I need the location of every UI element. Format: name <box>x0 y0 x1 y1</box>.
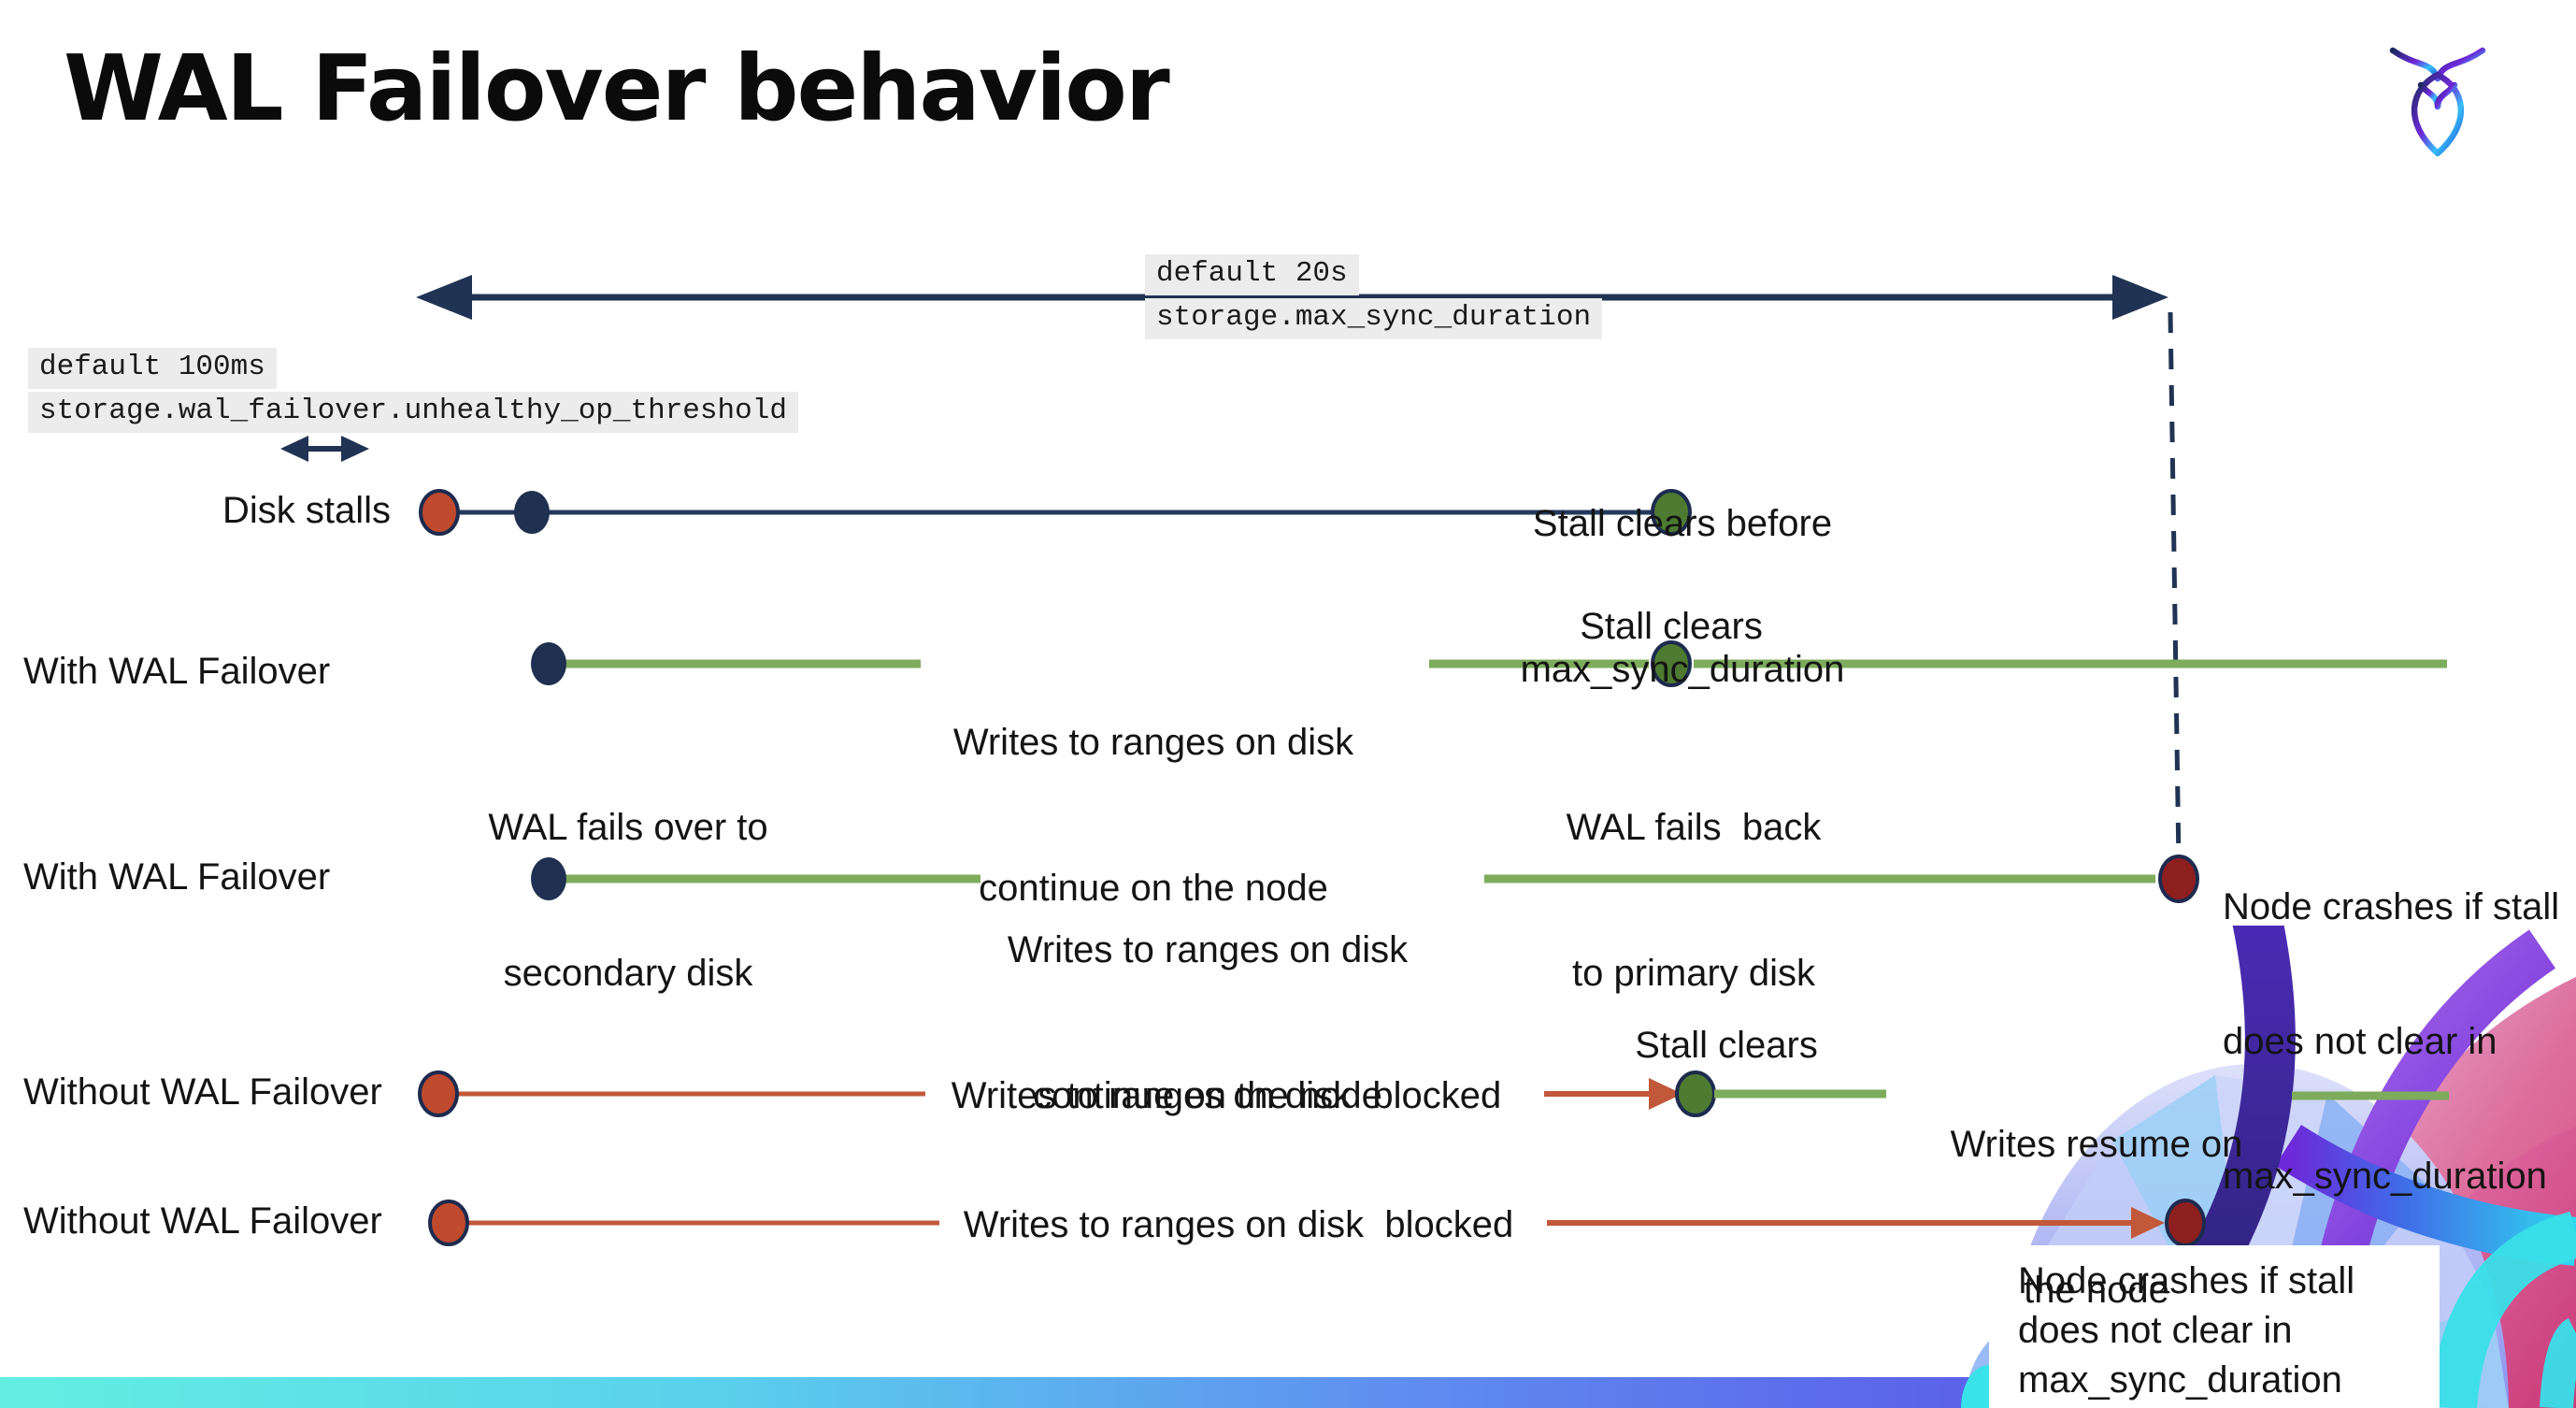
deadline-dashed-line <box>2168 311 2182 865</box>
writes-resume-note: Writes resume on the node <box>1950 1124 2243 1311</box>
stall-start-dot-red <box>428 1200 469 1246</box>
row-label-disk-stalls: Disk stalls <box>222 490 392 531</box>
with-wal-failover-recovers-timeline <box>531 640 2447 687</box>
stall-start-dot-red <box>419 489 460 536</box>
stall-clears-note-2: Stall clears <box>1635 1025 1818 1066</box>
node-crashes-callout-box <box>1989 1245 2440 1408</box>
cyan-arch-large <box>2430 1211 2576 1408</box>
failover-dot-navy <box>531 642 566 685</box>
wal-fails-back-note: WAL fails back to primary disk <box>1566 807 1822 994</box>
max-sync-default-text: default 20s <box>1145 254 1359 295</box>
unhealthy-op-threshold-arrow <box>280 436 369 462</box>
row-label-without-wal-failover-1: Without WAL Failover <box>23 1071 382 1113</box>
crash-dot-dark-red <box>2158 855 2199 903</box>
unhealthy-op-setting-text: storage.wal_failover.unhealthy_op_thresh… <box>28 392 798 433</box>
wal-fails-over-note: WAL fails over to secondary disk <box>488 807 768 994</box>
unhealthy-op-threshold-label: default 100ms storage.wal_failover.unhea… <box>28 348 798 436</box>
max-sync-setting-text: storage.max_sync_duration <box>1145 298 1603 339</box>
max-sync-duration-label: default 20s storage.max_sync_duration <box>1145 254 1603 342</box>
unhealthy-op-default-text: default 100ms <box>28 348 277 389</box>
threshold-dot-navy <box>514 491 550 534</box>
cockroachdb-logo-icon <box>2389 47 2486 157</box>
row-label-without-wal-failover-2: Without WAL Failover <box>23 1200 382 1242</box>
node-crashes-note-1: Node crashes if stall does not clear in … <box>2223 886 2560 1197</box>
stall-clears-note-1: Stall clears <box>1580 606 1763 647</box>
writes-continue-note-1: Writes to ranges on disk continue on the… <box>952 722 1354 909</box>
cyan-arch-small <box>2540 1317 2576 1408</box>
writes-blocked-note-2: Writes to ranges on disk blocked <box>963 1204 1514 1245</box>
writes-continue-note-2: Writes to ranges on disk continue on the… <box>1007 929 1409 1116</box>
writes-blocked-note-1: Writes to ranges on disk blocked <box>951 1075 1502 1116</box>
row-label-with-wal-failover-1: With WAL Failover <box>23 651 331 692</box>
page-title: WAL Failover behavior <box>64 36 1170 141</box>
node-crashes-note-2: Node crashes if stall does not clear in … <box>2018 1260 2355 1401</box>
row-label-with-wal-failover-2: With WAL Failover <box>23 856 331 898</box>
